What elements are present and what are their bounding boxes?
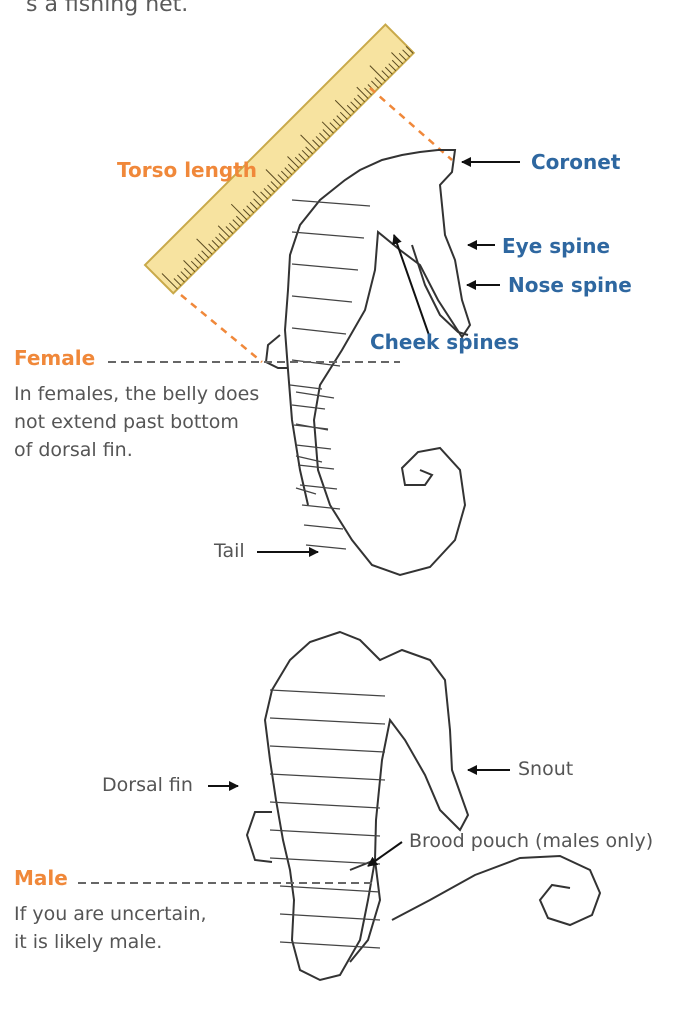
female-description-line-2: not extend past bottom xyxy=(14,408,304,436)
dorsal-fin-label: Dorsal fin xyxy=(102,774,193,796)
male-description-line-1: If you are uncertain, xyxy=(14,900,304,928)
male-heading: Male xyxy=(14,866,68,890)
male-body-ring xyxy=(270,774,385,780)
female-dorsal-fin xyxy=(266,335,288,368)
female-body-ring xyxy=(292,200,370,206)
female-body-ring xyxy=(292,232,364,238)
male-dorsal-fin xyxy=(247,812,272,862)
brood-pouch-arrow xyxy=(368,842,402,866)
tail-label: Tail xyxy=(214,540,245,562)
male-description-line-2: it is likely male. xyxy=(14,928,304,956)
male-body-ring xyxy=(280,886,380,892)
male-body-ring xyxy=(270,718,385,724)
female-tail-ring xyxy=(304,525,343,529)
female-body-ring xyxy=(292,264,358,270)
male-body-ring xyxy=(270,802,380,808)
female-description: In females, the belly does not extend pa… xyxy=(14,380,304,464)
cheek-spines-label: Cheek spines xyxy=(370,330,519,354)
torso-length-label: Torso length xyxy=(117,158,257,182)
male-body-ring xyxy=(270,746,385,752)
cheek-spines-arrow xyxy=(394,235,430,338)
male-body-ring xyxy=(270,858,380,864)
male-tail xyxy=(392,856,600,925)
female-heading: Female xyxy=(14,346,95,370)
male-description: If you are uncertain, it is likely male. xyxy=(14,900,304,956)
eye-spine-label: Eye spine xyxy=(502,234,610,258)
snout-label: Snout xyxy=(518,758,573,780)
bracket-bottom-line xyxy=(181,295,262,362)
female-description-line-3: of dorsal fin. xyxy=(14,436,304,464)
female-body-ring xyxy=(292,296,352,302)
female-description-line-1: In females, the belly does xyxy=(14,380,304,408)
male-body-ring xyxy=(270,830,380,836)
female-tail-ring xyxy=(300,485,337,489)
female-tail-ring xyxy=(302,505,340,509)
female-tail-ring xyxy=(298,465,334,469)
female-body-ring xyxy=(292,328,346,334)
male-body-ring xyxy=(270,690,385,696)
female-tail-ring xyxy=(306,545,346,549)
top-caption: s a fishing net. xyxy=(26,0,188,17)
brood-pouch-label: Brood pouch (males only) xyxy=(409,830,653,852)
nose-spine-label: Nose spine xyxy=(508,273,632,297)
coronet-label: Coronet xyxy=(531,150,620,174)
